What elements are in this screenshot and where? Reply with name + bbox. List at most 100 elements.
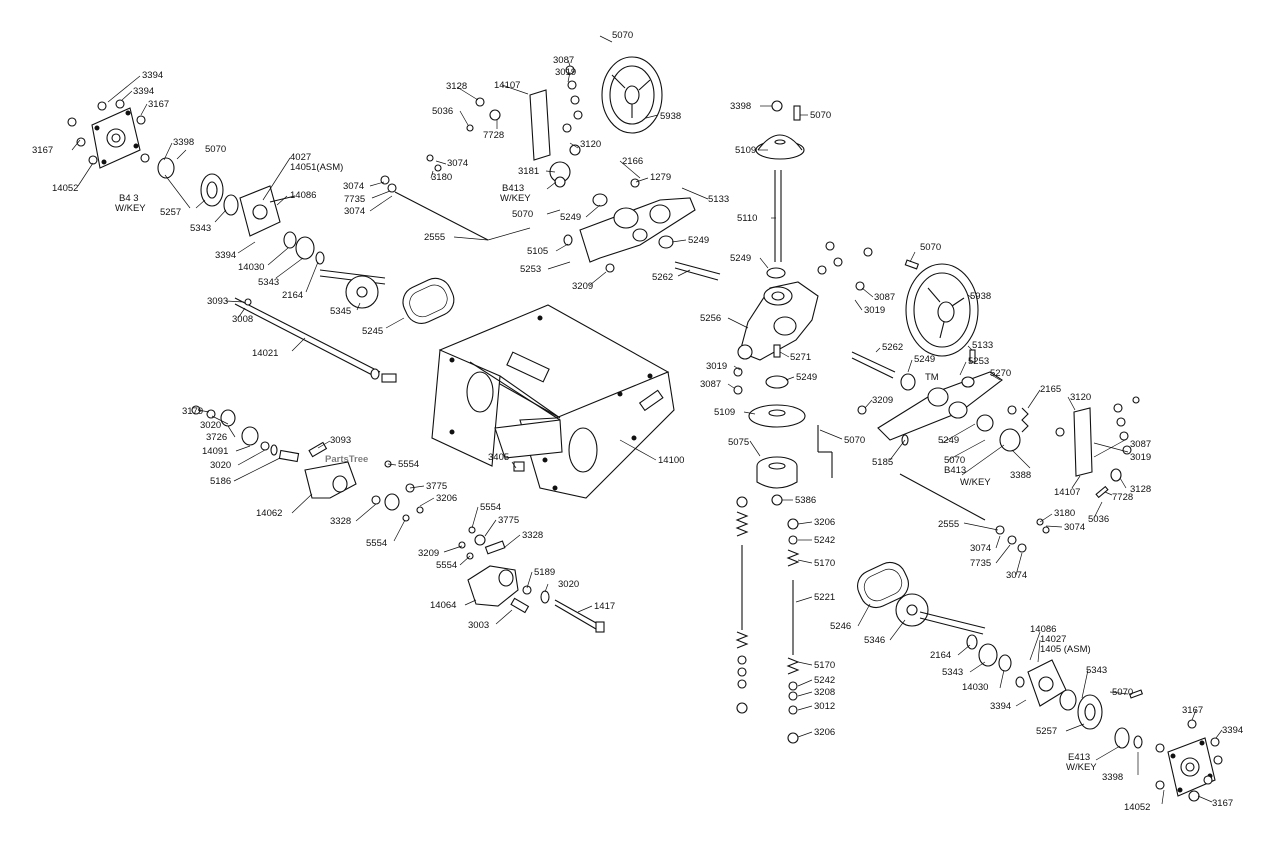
lower-shift-rod	[899, 473, 1050, 553]
lower-pulley-stack	[748, 344, 833, 506]
right-mounting-plate	[1155, 719, 1223, 802]
callout: 5249	[730, 253, 751, 264]
callout: 3093	[207, 296, 228, 307]
callout: W/KEY	[1066, 762, 1097, 773]
callout: 3087	[1130, 439, 1151, 450]
callout: 5249	[914, 354, 935, 365]
callout: 5070	[612, 30, 633, 41]
callout: 5246	[830, 621, 851, 632]
callout: 14100	[658, 455, 684, 466]
callout: 4027	[290, 152, 311, 163]
callout: 3726	[206, 432, 227, 443]
callout: 5554	[398, 459, 419, 470]
callout: 14062	[256, 508, 282, 519]
callout: 2164	[282, 290, 303, 301]
callout: 3167	[1182, 705, 1203, 716]
left-hub-assembly	[157, 157, 325, 265]
callout: 3019	[555, 67, 576, 78]
callout: B413	[944, 465, 966, 476]
watermark: PartsTree	[325, 454, 368, 465]
callout: 5257	[1036, 726, 1057, 737]
callout: 3012	[814, 701, 835, 712]
callout: 5189	[534, 567, 555, 578]
callout: 7735	[970, 558, 991, 569]
callout: 5554	[366, 538, 387, 549]
callout: 5070	[1112, 687, 1133, 698]
callout: 3120	[1070, 392, 1091, 403]
callout: W/KEY	[960, 477, 991, 488]
upper-shift-yoke	[549, 161, 721, 281]
callout: 3394	[215, 250, 236, 261]
callout: 5256	[700, 313, 721, 324]
callout: 3775	[498, 515, 519, 526]
callout: 7735	[344, 194, 365, 205]
callout: 3167	[148, 99, 169, 110]
callout: 3181	[518, 166, 539, 177]
callout: 5345	[330, 306, 351, 317]
callout: 5109	[714, 407, 735, 418]
callout: 14052	[1124, 802, 1150, 813]
callout: 3209	[418, 548, 439, 559]
callout: E413	[1068, 752, 1090, 763]
left-axle	[234, 297, 397, 383]
callout: 3074	[343, 181, 364, 192]
right-pulley	[904, 259, 979, 357]
callout: 5253	[520, 264, 541, 275]
callout: 5109	[735, 145, 756, 156]
callout: 3179	[182, 406, 203, 417]
callout: 3180	[1054, 508, 1075, 519]
callout: 5075	[728, 437, 749, 448]
callout: 5185	[872, 457, 893, 468]
callout: 7728	[483, 130, 504, 141]
callout: 5170	[814, 558, 835, 569]
callout: 14107	[1054, 487, 1080, 498]
callout: 14051(ASM)	[290, 162, 343, 173]
callout: 2164	[930, 650, 951, 661]
callout: 3208	[814, 687, 835, 698]
center-pulley-and-shaft	[755, 100, 805, 279]
callout: 5554	[436, 560, 457, 571]
callout: 14086	[1030, 624, 1056, 635]
part-callouts: 3394 3394 3167 3167 14052 3398 5070 B4 3…	[32, 30, 1243, 813]
callout: 3405	[488, 452, 509, 463]
callout: 3093	[330, 435, 351, 446]
callout: 1417	[594, 601, 615, 612]
right-hub-assembly	[1015, 659, 1144, 749]
upper-pulley	[601, 56, 663, 134]
center-frame	[431, 304, 675, 499]
callout: 14086	[290, 190, 316, 201]
callout: 5343	[1086, 665, 1107, 676]
callout: 14091	[202, 446, 228, 457]
left-sprocket-assembly	[319, 269, 455, 324]
callout: 3206	[436, 493, 457, 504]
callout: 5133	[708, 194, 729, 205]
callout: 5346	[864, 635, 885, 646]
callout: 5070	[810, 110, 831, 121]
callout: 3087	[874, 292, 895, 303]
callout: 3019	[706, 361, 727, 372]
callout: 5554	[480, 502, 501, 513]
callout: 5938	[970, 291, 991, 302]
callout: 3020	[200, 420, 221, 431]
callout: 3209	[572, 281, 593, 292]
callout: 7728	[1112, 492, 1133, 503]
callout: 5186	[210, 476, 231, 487]
callout: 5249	[796, 372, 817, 383]
callout: 5386	[795, 495, 816, 506]
callout: 3074	[447, 158, 468, 169]
callout: 14107	[494, 80, 520, 91]
lower-shift-bracket	[1055, 396, 1140, 499]
callout: 3074	[1064, 522, 1085, 533]
callout: 3398	[730, 101, 751, 112]
callout: 14027	[1040, 634, 1066, 645]
callout: 3128	[1130, 484, 1151, 495]
callout: 5070	[844, 435, 865, 446]
callout: 3074	[1006, 570, 1027, 581]
callout: 3394	[142, 70, 163, 81]
callout: 5249	[688, 235, 709, 246]
callout: 5249	[560, 212, 581, 223]
callout: 3074	[970, 543, 991, 554]
callout: 5070	[512, 209, 533, 220]
left-idler-bracket	[191, 405, 424, 522]
